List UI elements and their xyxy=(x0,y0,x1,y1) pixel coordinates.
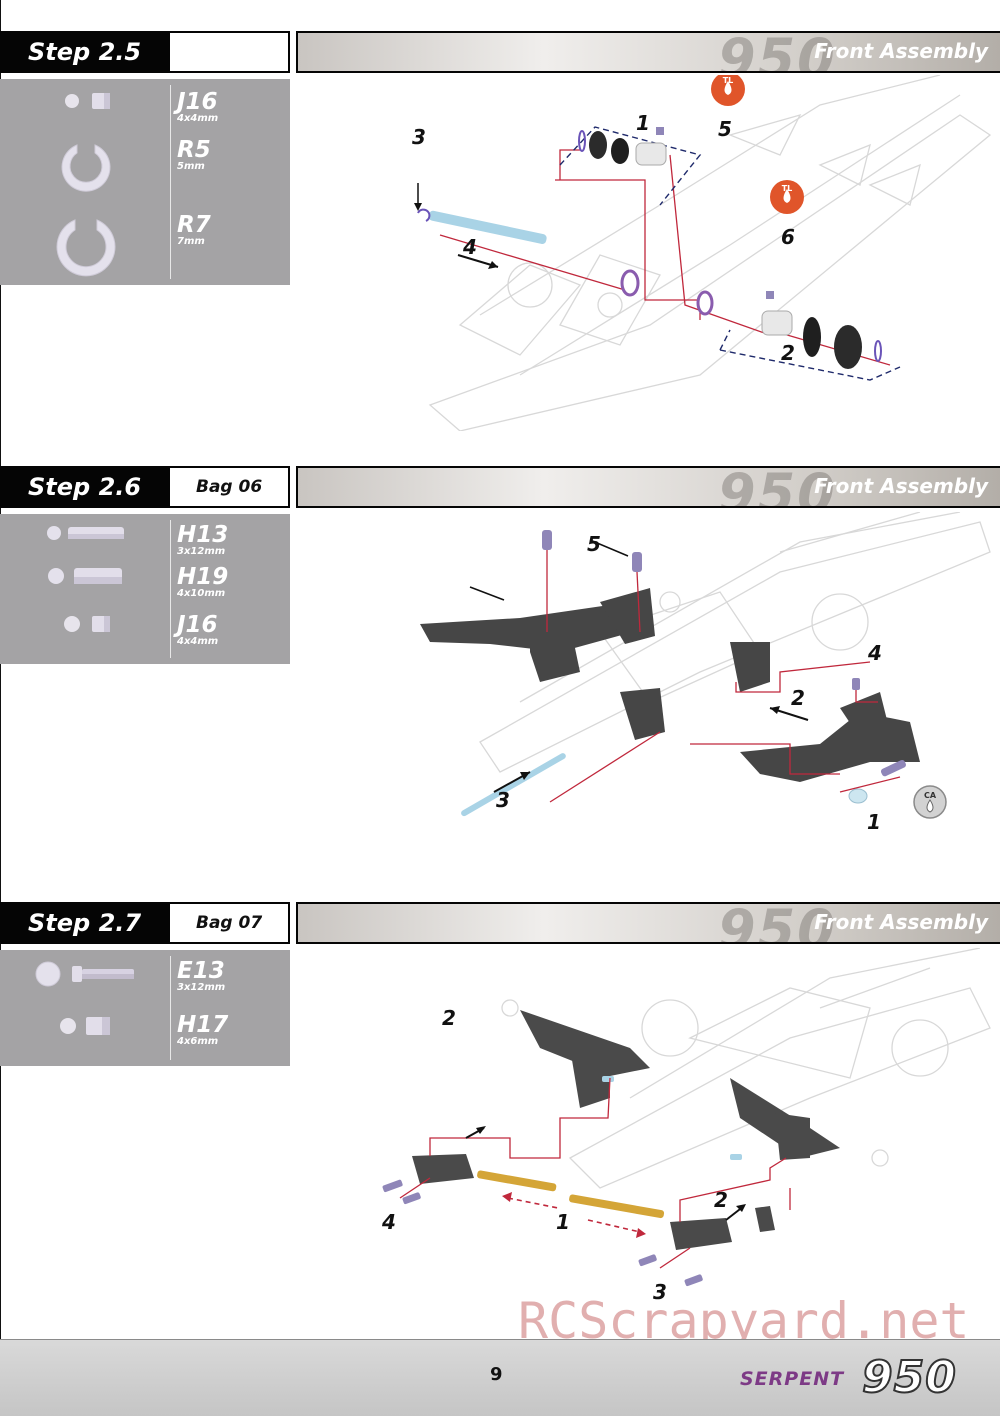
step-title: Step 2.6 xyxy=(0,466,168,508)
part-row: H19 4x10mm xyxy=(0,566,290,606)
pin-icon xyxy=(47,526,124,540)
callout-number: 1 xyxy=(636,111,650,135)
callout-number: 3 xyxy=(496,788,510,812)
step-2-7: Step 2.7 Bag 07 950 Front Assembly E13 3… xyxy=(0,902,1000,1312)
bag-label: Bag 06 xyxy=(168,466,290,508)
brand-name: SERPENT xyxy=(740,1368,845,1390)
parts-divider xyxy=(170,520,171,658)
page-footer: 9 SERPENT 950 xyxy=(0,1339,1000,1416)
page-number: 9 xyxy=(490,1364,503,1385)
step-2-6: Step 2.6 Bag 06 950 Front Assembly H13 3… xyxy=(0,466,1000,886)
callout-number: 2 xyxy=(781,341,795,365)
part-size: 4x6mm xyxy=(177,1036,219,1047)
parts-panel: J16 4x4mm R5 5mm R7 7mm xyxy=(0,79,290,285)
part-row: R7 7mm xyxy=(0,214,290,280)
banner-label: Front Assembly xyxy=(814,474,988,498)
bag-label xyxy=(168,31,290,73)
parts-panel: H13 3x12mm H19 4x10mm J16 4x4mm xyxy=(0,514,290,664)
parts-divider xyxy=(170,85,171,279)
bag-label: Bag 07 xyxy=(168,902,290,944)
assembly-diagram: TL TL xyxy=(414,75,992,431)
part-code: H19 xyxy=(177,564,229,590)
brand-model: 950 xyxy=(861,1351,957,1404)
section-banner: 950 Front Assembly xyxy=(296,31,1000,73)
spacer-icon xyxy=(64,616,110,632)
cyanoacrylate-badge xyxy=(913,785,947,819)
page-left-rule xyxy=(0,0,1,1340)
callout-number: 2 xyxy=(714,1188,728,1212)
part-size: 5mm xyxy=(177,161,205,172)
part-size: 4x4mm xyxy=(177,113,219,124)
badge-text: TL xyxy=(782,184,793,193)
banner-logo: 950 xyxy=(718,466,837,508)
banner-label: Front Assembly xyxy=(814,39,988,63)
callout-number: 6 xyxy=(781,225,795,249)
callout-number: 1 xyxy=(867,810,881,834)
part-row: R5 5mm xyxy=(0,139,290,199)
spacer-icon xyxy=(65,93,110,109)
part-row: J16 4x4mm xyxy=(0,614,290,654)
part-row: H17 4x6mm xyxy=(0,1014,290,1058)
part-size: 7mm xyxy=(177,236,205,247)
step-title: Step 2.5 xyxy=(0,31,168,73)
callout-number: 1 xyxy=(556,1210,570,1234)
part-row: J16 4x4mm xyxy=(0,91,290,131)
part-code: R5 xyxy=(177,137,211,163)
banner-logo: 950 xyxy=(718,31,837,73)
brand-logo: SERPENT 950 xyxy=(740,1351,980,1404)
thread-lock-badge xyxy=(770,180,804,214)
part-code: H17 xyxy=(177,1012,229,1038)
callout-number: 2 xyxy=(791,686,805,710)
callout-number: 5 xyxy=(587,532,601,556)
screw-icon xyxy=(35,961,134,987)
spacer-icon xyxy=(60,1017,110,1035)
banner-logo: 950 xyxy=(718,902,837,944)
part-row: H13 3x12mm xyxy=(0,524,290,564)
callout-number: 4 xyxy=(463,235,477,259)
section-banner: 950 Front Assembly xyxy=(296,466,1000,508)
badge-text: TL xyxy=(723,76,734,85)
step-2-5: Step 2.5 950 Front Assembly J16 4x4mm R5… xyxy=(0,31,1000,431)
callout-number: 5 xyxy=(718,117,732,141)
part-row: E13 3x12mm xyxy=(0,960,290,1004)
part-code: H13 xyxy=(177,522,229,548)
parts-divider xyxy=(170,956,171,1060)
part-size: 3x12mm xyxy=(177,546,226,557)
assembly-diagram: CA xyxy=(420,512,991,819)
thread-lock-badge xyxy=(711,75,745,106)
callout-number: 4 xyxy=(868,641,882,665)
part-code: R7 xyxy=(177,212,211,238)
callout-number: 2 xyxy=(442,1006,456,1030)
callout-number: 3 xyxy=(412,125,426,149)
part-size: 4x4mm xyxy=(177,636,219,647)
part-size: 4x10mm xyxy=(177,588,226,599)
banner-label: Front Assembly xyxy=(814,910,988,934)
e-clip-icon xyxy=(56,216,116,277)
assembly-diagram xyxy=(382,948,991,1287)
section-banner: 950 Front Assembly xyxy=(296,902,1000,944)
part-code: J16 xyxy=(177,89,218,115)
e-clip-icon xyxy=(61,141,111,192)
badge-text: CA xyxy=(924,791,937,800)
parts-panel: E13 3x12mm H17 4x6mm xyxy=(0,950,290,1066)
step-title: Step 2.7 xyxy=(0,902,168,944)
part-code: J16 xyxy=(177,612,218,638)
part-code: E13 xyxy=(177,958,225,984)
pin-icon xyxy=(48,568,122,584)
callout-number: 4 xyxy=(382,1210,396,1234)
callout-number: 3 xyxy=(653,1280,667,1304)
part-size: 3x12mm xyxy=(177,982,226,993)
